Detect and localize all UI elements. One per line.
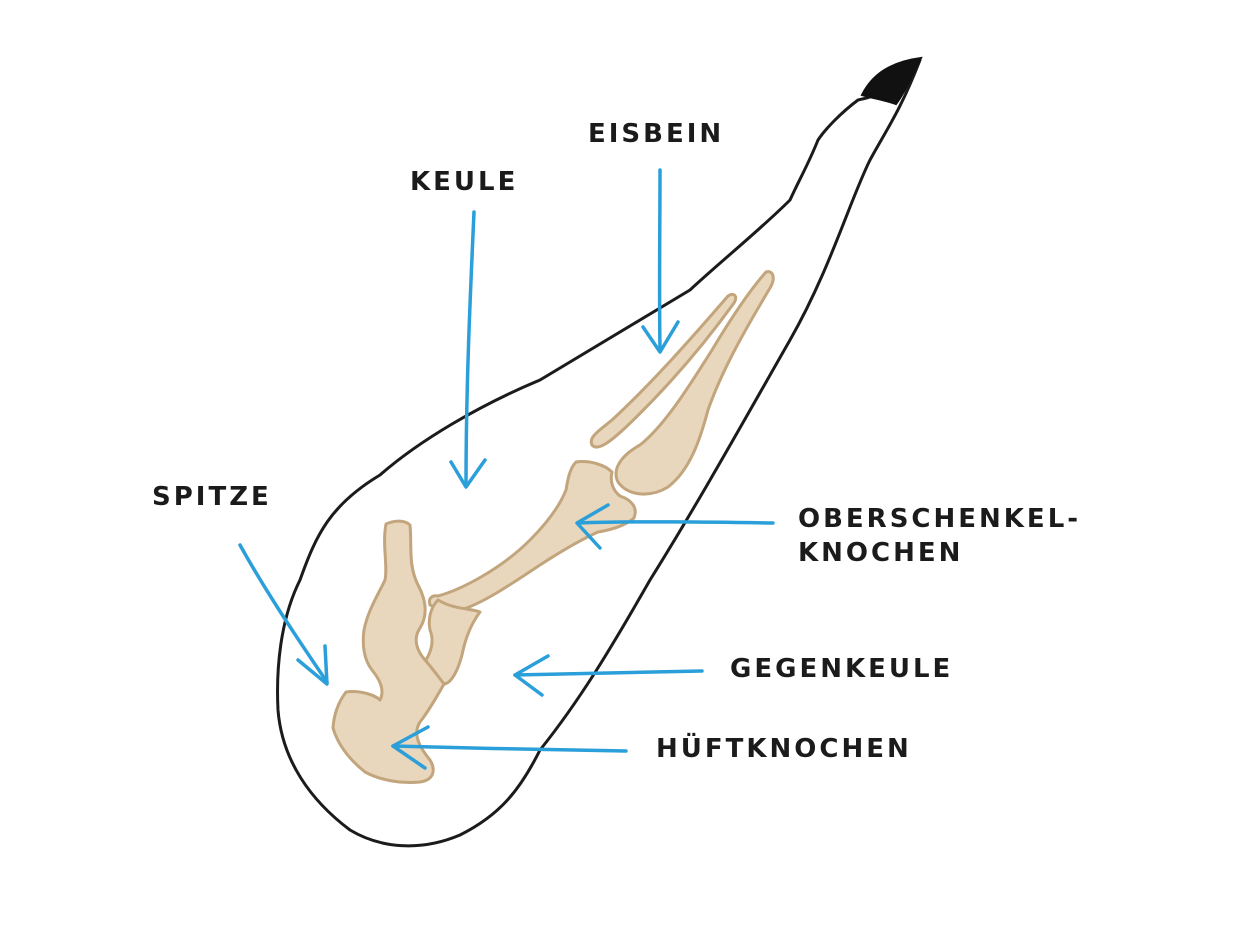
arrow-eisbein-head: [641, 320, 680, 354]
arrow-hueftknochen: [391, 744, 628, 753]
label-oberschenkelknochen: OBERSCHENKEL- KNOCHEN: [798, 502, 1081, 570]
arrow-gegenkeule: [513, 669, 704, 677]
arrow-keule-head: [449, 458, 487, 489]
label-spitze: SPITZE: [152, 480, 272, 514]
hip-bone: [331, 519, 446, 784]
label-keule: KEULE: [410, 165, 518, 199]
label-hueftknochen: HÜFTKNOCHEN: [656, 732, 912, 766]
arrow-oberschenkel-head: [575, 503, 610, 550]
arrow-spitze-head: [296, 644, 329, 686]
label-oberschenkel-line1: OBERSCHENKEL-: [798, 504, 1082, 534]
label-oberschenkel-line2: KNOCHEN: [798, 538, 964, 568]
label-spitze-text: SPITZE: [152, 482, 272, 512]
lower-leg-bone-thin: [589, 292, 738, 449]
label-keule-text: KEULE: [410, 167, 519, 197]
label-gegenkeule: GEGENKEULE: [730, 652, 953, 686]
arrow-hueftknochen-head: [391, 725, 430, 770]
arrow-oberschenkel: [576, 520, 775, 525]
lower-leg-bone-main: [614, 270, 775, 496]
label-eisbein-text: EISBEIN: [588, 119, 725, 149]
label-hueftknochen-text: HÜFTKNOCHEN: [656, 734, 912, 764]
label-gegenkeule-text: GEGENKEULE: [730, 654, 954, 684]
hoof: [860, 56, 923, 106]
label-eisbein: EISBEIN: [588, 117, 724, 151]
femur-bone: [428, 460, 637, 613]
arrow-keule: [464, 210, 476, 487]
arrow-spitze: [238, 543, 329, 684]
arrow-gegenkeule-head: [513, 654, 550, 697]
